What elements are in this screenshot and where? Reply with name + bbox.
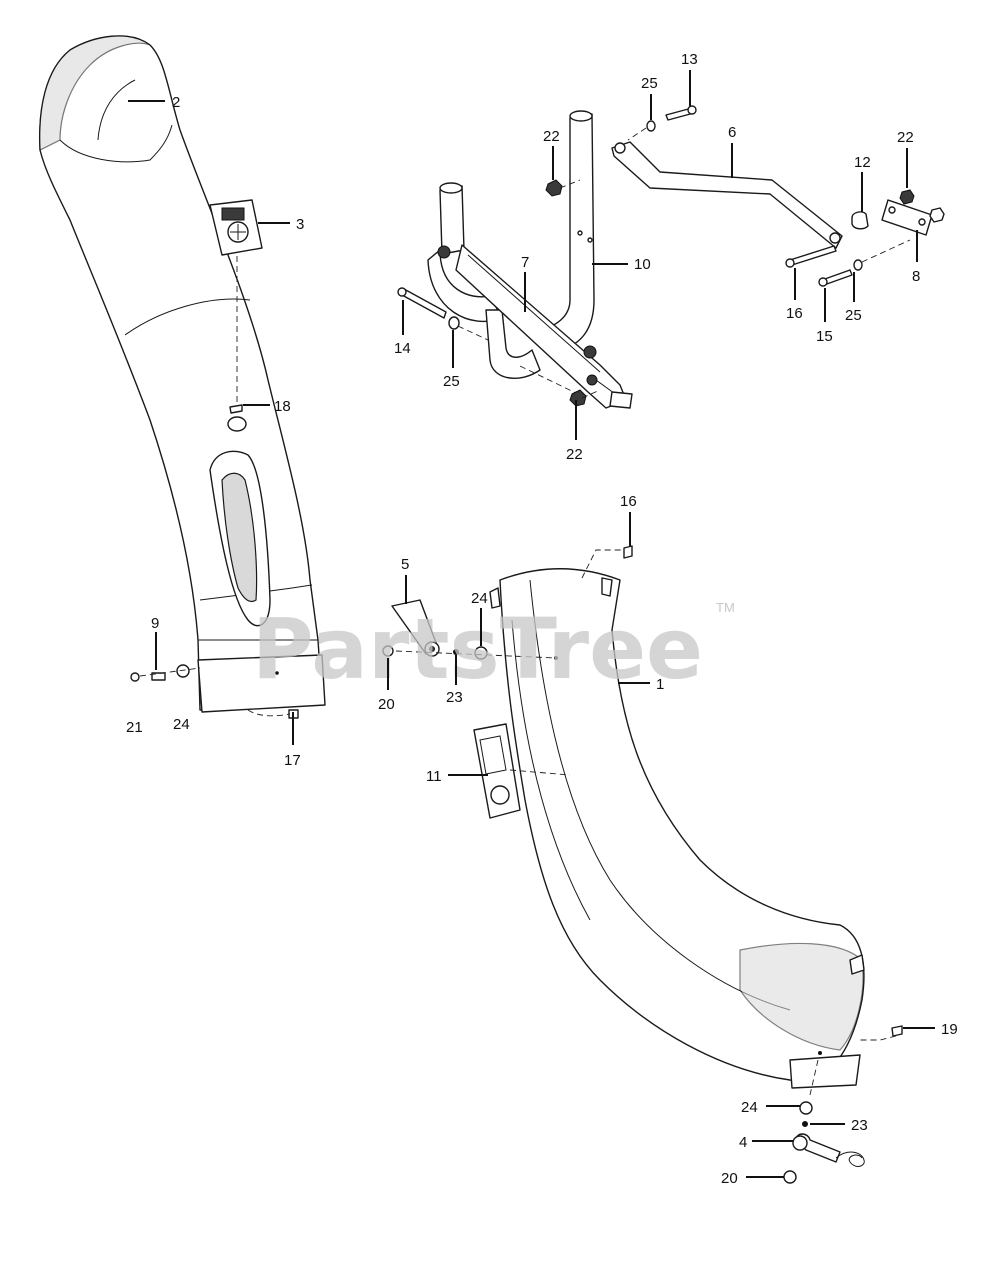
callout-15: 15 — [816, 328, 833, 345]
callout-18: 18 — [274, 398, 291, 415]
callout-16-top: 16 — [786, 305, 803, 322]
decal-part — [473, 723, 571, 819]
callout-17: 17 — [284, 752, 301, 769]
callout-23-bottom: 23 — [851, 1117, 868, 1134]
left-hardware — [130, 664, 299, 719]
callout-labels: 2 3 18 9 21 24 17 13 25 22 6 22 12 10 7 … — [126, 51, 958, 1187]
pin-part-18 — [229, 404, 243, 414]
callout-2: 2 — [172, 94, 180, 111]
callout-10: 10 — [634, 256, 651, 273]
lower-hardware — [783, 1025, 903, 1184]
callout-22-bottom: 22 — [566, 446, 583, 463]
watermark-tm: TM — [716, 600, 735, 615]
callout-23-mid: 23 — [446, 689, 463, 706]
callout-21: 21 — [126, 719, 143, 736]
callout-24-bottom: 24 — [741, 1099, 758, 1116]
handle-frame-part — [427, 110, 633, 409]
callout-25-left: 25 — [443, 373, 460, 390]
callout-5: 5 — [401, 556, 409, 573]
callout-4: 4 — [739, 1134, 747, 1151]
callout-22-right: 22 — [897, 129, 914, 146]
upper-chute-part — [38, 35, 326, 713]
callout-6: 6 — [728, 124, 736, 141]
callout-24-left: 24 — [173, 716, 190, 733]
callout-16-chute: 16 — [620, 493, 637, 510]
callout-13: 13 — [681, 51, 698, 68]
callout-9: 9 — [151, 615, 159, 632]
leader-dash-16 — [581, 549, 630, 579]
callout-25-top: 25 — [641, 75, 658, 92]
callout-24-mid: 24 — [471, 590, 488, 607]
callout-3: 3 — [296, 216, 304, 233]
callout-25-right: 25 — [845, 307, 862, 324]
callout-11: 11 — [426, 768, 442, 785]
lever-hardware — [382, 645, 557, 660]
callout-14: 14 — [394, 340, 411, 357]
callout-22-top: 22 — [543, 128, 560, 145]
link-rod-part — [611, 105, 843, 249]
callout-20-mid: 20 — [378, 696, 395, 713]
callout-20-bottom: 20 — [721, 1170, 738, 1187]
callout-leaders — [128, 70, 935, 1178]
callout-19: 19 — [941, 1021, 958, 1038]
callout-7: 7 — [521, 254, 529, 271]
watermark-text: PartsTree — [252, 600, 703, 698]
lower-chute-part — [489, 568, 865, 1089]
screw-part-16 — [623, 545, 633, 559]
deflector-control-part — [209, 199, 263, 256]
callout-12: 12 — [854, 154, 871, 171]
handle-fasteners — [397, 179, 601, 407]
pivot-bracket-part — [785, 189, 945, 287]
callout-1: 1 — [656, 676, 664, 693]
callout-8: 8 — [912, 268, 920, 285]
